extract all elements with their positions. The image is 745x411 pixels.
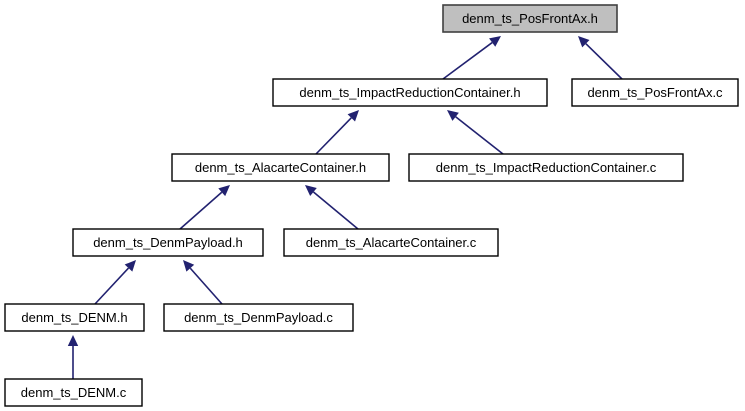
edge-arrowhead: [218, 185, 230, 197]
node-label: denm_ts_DENM.h: [21, 310, 127, 325]
node-box[interactable]: [408, 153, 684, 182]
edges-layer: [67, 36, 623, 379]
graph-node-denmpayload_c[interactable]: denm_ts_DenmPayload.c: [163, 303, 354, 332]
node-label: denm_ts_DenmPayload.h: [93, 235, 243, 250]
graph-edge: [578, 36, 623, 80]
node-label: denm_ts_DenmPayload.c: [184, 310, 333, 325]
edge-line: [179, 191, 223, 230]
edge-line: [315, 117, 352, 155]
graph-edge: [442, 36, 501, 80]
edge-arrowhead: [489, 36, 501, 47]
edge-arrowhead: [347, 110, 359, 122]
graph-node-alacartecontainer_c[interactable]: denm_ts_AlacarteContainer.c: [283, 228, 499, 257]
graph-node-denm_h[interactable]: denm_ts_DENM.h: [4, 303, 145, 332]
graph-edge: [447, 110, 504, 155]
graph-edge: [315, 110, 359, 155]
node-box[interactable]: [4, 303, 145, 332]
node-label: denm_ts_PosFrontAx.c: [587, 85, 723, 100]
node-label: denm_ts_AlacarteContainer.c: [306, 235, 477, 250]
node-box[interactable]: [283, 228, 499, 257]
node-box[interactable]: [571, 78, 739, 107]
node-box[interactable]: [442, 4, 618, 33]
node-label: denm_ts_DENM.c: [21, 385, 127, 400]
node-box[interactable]: [171, 153, 390, 182]
edge-line: [442, 41, 493, 80]
node-label: denm_ts_AlacarteContainer.h: [195, 160, 366, 175]
node-label: denm_ts_ImpactReductionContainer.h: [299, 85, 520, 100]
graph-edge: [94, 260, 136, 305]
node-box[interactable]: [272, 78, 548, 107]
graph-node-posfrontax_h[interactable]: denm_ts_PosFrontAx.h: [442, 4, 618, 33]
graph-edge: [183, 260, 223, 305]
node-box[interactable]: [72, 228, 264, 257]
graph-node-posfrontax_c[interactable]: denm_ts_PosFrontAx.c: [571, 78, 739, 107]
graph-edge: [67, 335, 79, 379]
graph-edge: [305, 185, 359, 230]
graph-node-alacartecontainer_h[interactable]: denm_ts_AlacarteContainer.h: [171, 153, 390, 182]
node-box[interactable]: [4, 378, 143, 407]
edge-arrowhead: [305, 185, 317, 197]
graph-node-impactreductioncontainer_c[interactable]: denm_ts_ImpactReductionContainer.c: [408, 153, 684, 182]
edge-line: [585, 43, 623, 80]
node-label: denm_ts_ImpactReductionContainer.c: [436, 160, 657, 175]
edge-arrowhead: [447, 110, 459, 121]
edge-arrowhead: [578, 36, 590, 48]
graph-edge: [179, 185, 230, 230]
edge-arrowhead: [183, 260, 195, 272]
edge-line: [455, 116, 504, 155]
edge-line: [312, 191, 359, 230]
edge-line: [94, 267, 130, 305]
edge-arrowhead: [124, 260, 136, 272]
nodes-layer: denm_ts_PosFrontAx.h denm_ts_ImpactReduct…: [4, 4, 739, 407]
node-box[interactable]: [163, 303, 354, 332]
graph-node-denmpayload_h[interactable]: denm_ts_DenmPayload.h: [72, 228, 264, 257]
node-label: denm_ts_PosFrontAx.h: [462, 11, 598, 26]
graph-node-impactreductioncontainer_h[interactable]: denm_ts_ImpactReductionContainer.h: [272, 78, 548, 107]
edge-line: [189, 267, 223, 305]
edge-arrowhead: [67, 335, 79, 346]
graph-node-denm_c[interactable]: denm_ts_DENM.c: [4, 378, 143, 407]
